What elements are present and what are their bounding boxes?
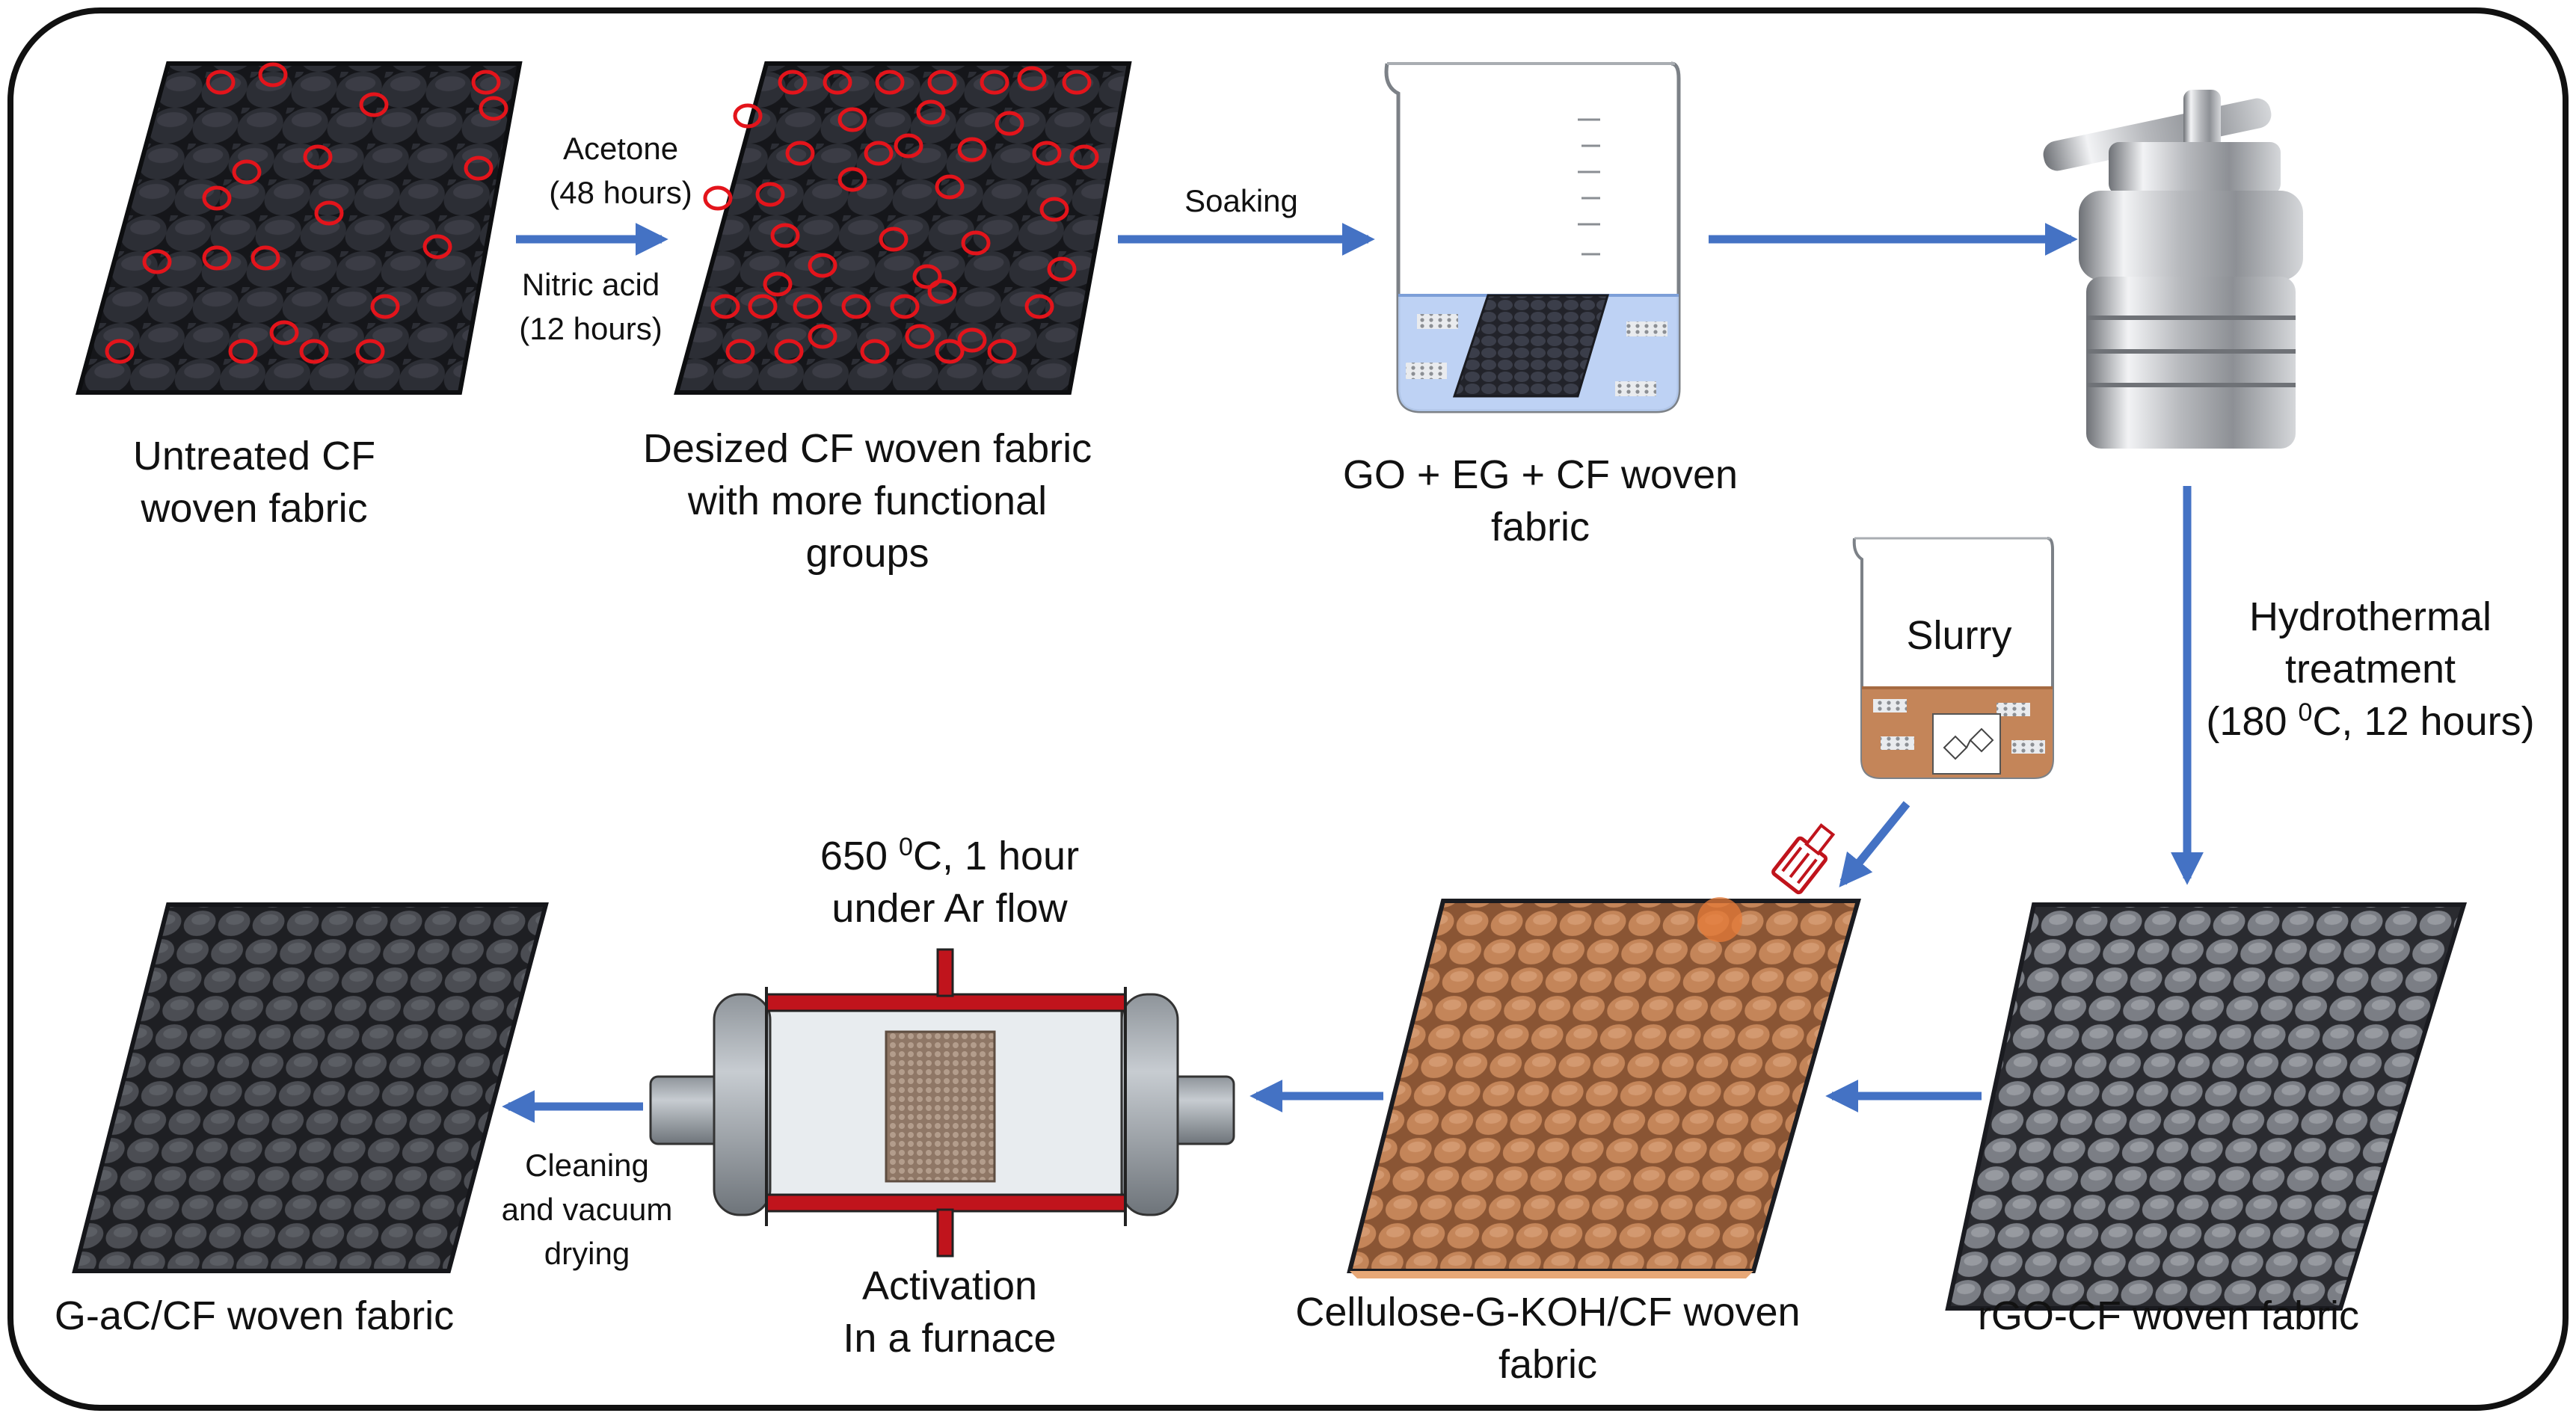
label-acetone-line1: Acetone — [562, 131, 679, 166]
untreated-fabric-icon — [76, 61, 523, 395]
label-rgo-line1: rGO-CF woven fabric — [1977, 1293, 2360, 1338]
cellulose-fabric-icon — [1347, 823, 1861, 1278]
label-gac: G-aC/CF woven fabric — [22, 1290, 486, 1342]
beaker-slurry-icon — [1852, 537, 2054, 779]
label-hydro-line2: treatment — [2284, 647, 2456, 692]
label-desized: Desized CF woven fabric with more functi… — [598, 422, 1137, 580]
furnace-cond-post: C, 1 hour — [912, 834, 1080, 878]
label-furnace-condition: 650 0C, 1 hour under Ar flow — [748, 830, 1152, 935]
label-cleaning-line2: and vacuum — [501, 1191, 673, 1227]
label-cleaning: Cleaning and vacuum drying — [494, 1144, 680, 1275]
label-slurry: Slurry — [1906, 613, 2012, 658]
gac-fabric-icon — [72, 902, 549, 1273]
furnace-icon — [649, 948, 1235, 1258]
label-rgo: rGO-CF woven fabric — [1929, 1290, 2408, 1342]
label-nitric: Nitric acid (12 hours) — [494, 263, 688, 351]
label-untreated-line2: woven fabric — [141, 486, 368, 532]
label-cellulose-line1: Cellulose-G-KOH/CF woven — [1295, 1290, 1801, 1335]
label-gac-line1: G-aC/CF woven fabric — [54, 1293, 455, 1338]
rgo-fabric-icon — [1945, 902, 2468, 1311]
label-go-eg-line2: fabric — [1490, 505, 1590, 550]
label-desized-line3: groups — [805, 531, 929, 576]
furnace-cond-line1: 650 0C, 1 hour — [748, 830, 1152, 882]
label-desized-line1: Desized CF woven fabric — [642, 426, 1092, 471]
label-go-eg: GO + EG + CF woven fabric — [1301, 449, 1780, 553]
label-acetone: Acetone (48 hours) — [523, 127, 718, 215]
label-acetone-line2: (48 hours) — [549, 174, 692, 210]
label-activation-line1: Activation — [861, 1264, 1038, 1308]
label-cellulose-line2: fabric — [1498, 1342, 1598, 1388]
label-activation-line2: In a furnace — [843, 1316, 1057, 1361]
label-hydro-line1: Hydrothermal — [2248, 594, 2492, 639]
beaker-go-eg-icon — [1384, 61, 1681, 413]
label-untreated: Untreated CF woven fabric — [90, 430, 419, 535]
hydro-line3-pre: (180 — [2206, 699, 2299, 745]
hydro-line3-sup: 0 — [2298, 698, 2313, 727]
label-cellulose: Cellulose-G-KOH/CF woven fabric — [1264, 1286, 1832, 1391]
label-untreated-line1: Untreated CF — [132, 434, 376, 478]
label-cleaning-line1: Cleaning — [525, 1148, 649, 1183]
label-hydro-line3: (180 0C, 12 hours) — [2183, 695, 2557, 748]
label-nitric-line2: (12 hours) — [519, 310, 663, 346]
hydro-line3-post: C, 12 hours) — [2312, 699, 2535, 745]
furnace-cond-pre: 650 — [820, 834, 900, 878]
autoclave-icon — [2043, 90, 2303, 449]
label-activation: Activation In a furnace — [763, 1260, 1137, 1364]
label-go-eg-line1: GO + EG + CF woven — [1342, 452, 1739, 497]
label-desized-line2: with more functional — [687, 478, 1048, 524]
arrows — [502, 223, 2204, 1123]
label-soaking: Soaking — [1184, 183, 1298, 218]
furnace-cond-line2: under Ar flow — [831, 886, 1068, 932]
label-nitric-line1: Nitric acid — [521, 267, 660, 302]
label-cleaning-line3: drying — [544, 1235, 630, 1271]
furnace-cond-sup: 0 — [899, 833, 913, 861]
label-hydrothermal: Hydrothermal treatment (180 0C, 12 hours… — [2183, 591, 2557, 748]
arrow-slurry-to-fabric — [1839, 801, 1911, 887]
outer-frame — [7, 7, 2569, 1411]
desized-fabric-icon — [674, 61, 1132, 395]
